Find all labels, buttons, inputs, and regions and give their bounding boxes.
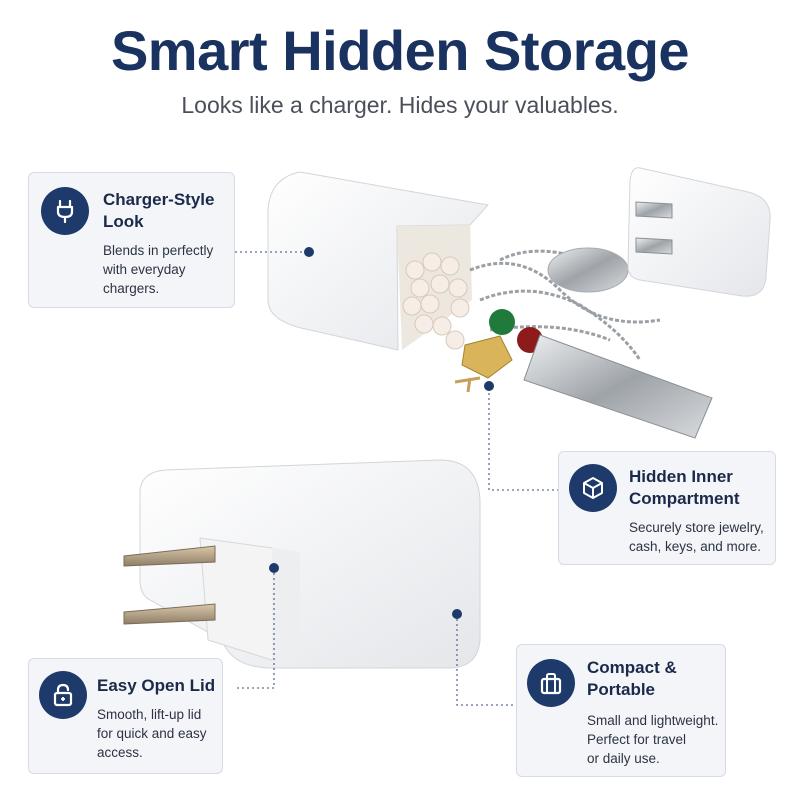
feature-title: Compact & Portable bbox=[587, 658, 677, 699]
connector-line-compact bbox=[456, 614, 516, 706]
feature-card-compact: Compact & Portable Small and lightweight… bbox=[516, 644, 726, 777]
plug-prong-bottom bbox=[123, 603, 216, 625]
feature-title: Charger-Style Look bbox=[103, 190, 215, 231]
hotspot-dot bbox=[269, 563, 279, 573]
connector-line-easy-open bbox=[235, 568, 275, 689]
feature-description: Securely store jewelry, cash, keys, and … bbox=[629, 520, 764, 554]
page-subtitle: Looks like a charger. Hides your valuabl… bbox=[181, 92, 619, 118]
charger-lid bbox=[627, 167, 771, 297]
green-bead bbox=[489, 309, 515, 335]
plug-icon bbox=[41, 187, 89, 235]
small-key bbox=[454, 376, 481, 393]
metal-tag bbox=[523, 334, 713, 439]
pearls bbox=[402, 252, 470, 350]
feature-description: Blends in perfectly with everyday charge… bbox=[103, 243, 214, 296]
feature-title: Hidden Inner Compartment bbox=[629, 467, 740, 508]
feature-card-charger-style: Charger-Style Look Blends in perfectly w… bbox=[28, 172, 235, 308]
feature-title: Easy Open Lid bbox=[97, 676, 216, 695]
coin-pendant bbox=[547, 247, 629, 293]
hotspot-dot bbox=[452, 609, 462, 619]
feature-description: Smooth, lift-up lid for quick and easy a… bbox=[97, 707, 207, 760]
gold-charm bbox=[461, 335, 513, 379]
feature-card-easy-open: Easy Open Lid Smooth, lift-up lid for qu… bbox=[28, 658, 223, 774]
cube-icon bbox=[569, 464, 617, 512]
hotspot-dot bbox=[484, 381, 494, 391]
lock-icon bbox=[39, 671, 87, 719]
feature-card-inner-compartment: Hidden Inner Compartment Securely store … bbox=[558, 451, 776, 565]
open-charger-case bbox=[267, 171, 713, 439]
page-title: Smart Hidden Storage bbox=[110, 19, 690, 82]
bag-icon bbox=[527, 659, 575, 707]
hotspot-dot bbox=[304, 247, 314, 257]
connector-line-inner-compartment bbox=[488, 388, 560, 491]
plug-prong-top bbox=[123, 545, 216, 567]
closed-charger bbox=[123, 459, 481, 669]
feature-description: Small and lightweight. Perfect for trave… bbox=[587, 713, 719, 766]
